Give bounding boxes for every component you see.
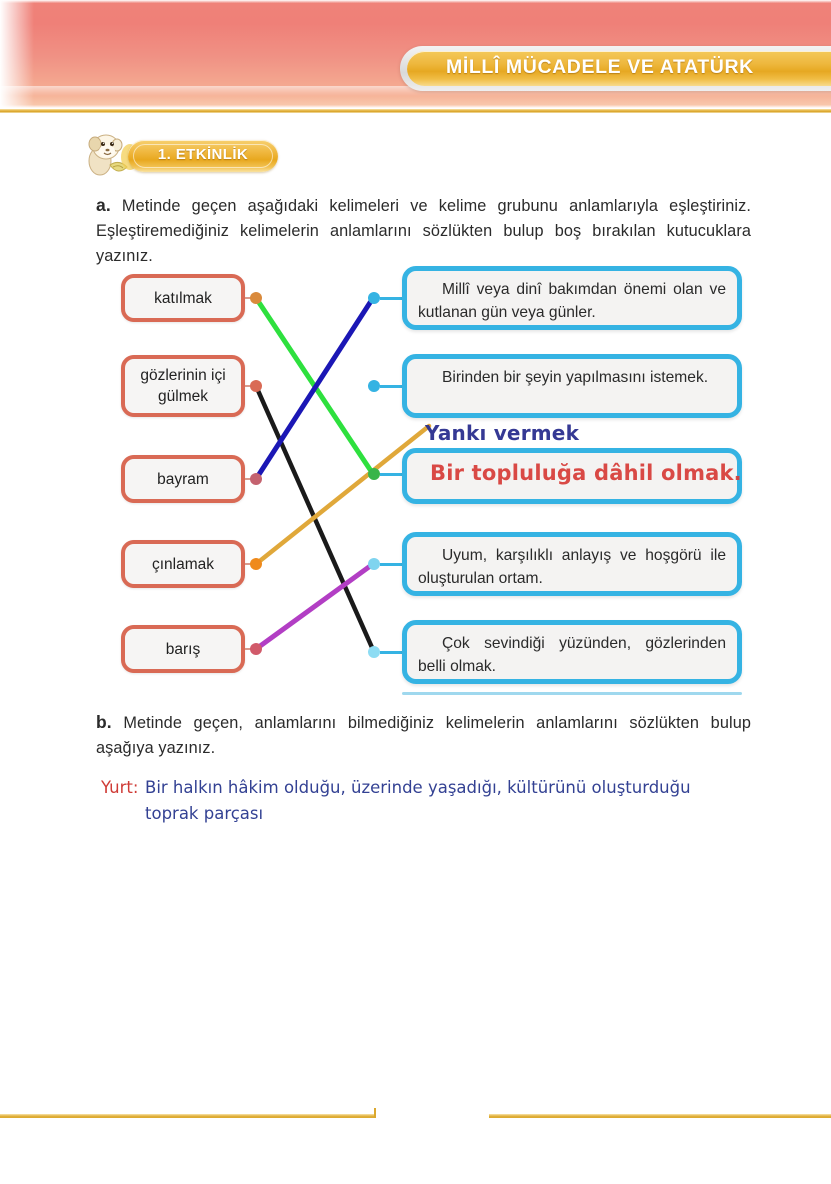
definition-box-istemek[interactable]: Birinden bir şeyin yapılmasını istemek. (402, 354, 742, 418)
word-box-cinlamak[interactable]: çınlamak (121, 540, 245, 588)
activity-badge-inner-ring (133, 144, 273, 168)
header-gold-rule (0, 109, 831, 113)
definition-box-sevinmek[interactable]: Çok sevindiği yüzünden, gözlerinden bell… (402, 620, 742, 684)
dot-def-bayram[interactable] (368, 292, 380, 304)
word-label: çınlamak (151, 555, 215, 573)
definition-text: Uyum, karşılıklı anlayış ve hoşgörü ile … (418, 547, 726, 587)
stub-def-empty (380, 473, 404, 476)
dot-def-empty[interactable] (368, 468, 380, 480)
matching-bottom-rule (402, 692, 742, 695)
word-label: barış (165, 640, 201, 658)
dot-def-uyum[interactable] (368, 558, 380, 570)
unit-title: MİLLÎ MÜCADELE VE ATATÜRK (446, 56, 754, 78)
stub-def-uyum (380, 563, 404, 566)
definition-text: Millî veya dinî bakımdan önemi olan ve k… (418, 281, 726, 321)
definition-box-bayram[interactable]: Millî veya dinî bakımdan önemi olan ve k… (402, 266, 742, 330)
dot-baris[interactable] (250, 643, 262, 655)
instruction-b: b. Metinde geçen, anlamlarını bilmediğin… (96, 710, 751, 761)
footer-rule-left (0, 1114, 374, 1118)
stub-def-bayram (380, 297, 404, 300)
word-label: bayram (157, 470, 209, 488)
connector-baris (253, 561, 376, 652)
word-box-katilmak[interactable]: katılmak (121, 274, 245, 322)
stub-def-istemek (380, 385, 404, 388)
definition-box-uyum[interactable]: Uyum, karşılıklı anlayış ve hoşgörü ile … (402, 532, 742, 596)
handwritten-answer-word-label: Yurt: (101, 778, 139, 797)
definition-text: Çok sevindiği yüzünden, gözlerinden bell… (418, 635, 726, 675)
unit-title-banner (407, 51, 831, 86)
stub-def-sevinmek (380, 651, 404, 654)
definition-text: Birinden bir şeyin yapılmasını istemek. (442, 369, 709, 386)
header-gloss (0, 86, 831, 96)
dot-bayram[interactable] (250, 473, 262, 485)
connector-lines (253, 295, 432, 655)
handwritten-answer-definition: Bir halkın hâkim olduğu, üzerinde yaşadı… (145, 778, 691, 823)
dot-gozlerinin-ici-gulmek[interactable] (250, 380, 262, 392)
word-label: katılmak (154, 289, 212, 307)
handwritten-answer-bir-topluluga: Bir topluluğa dâhil olmak. (430, 461, 742, 485)
dot-katilmak[interactable] (250, 292, 262, 304)
dot-def-sevinmek[interactable] (368, 646, 380, 658)
activity-badge-label: 1. ETKİNLİK (157, 146, 249, 163)
word-box-gozlerinin-ici-gulmek[interactable]: gözlerinin içi gülmek (121, 355, 245, 417)
instruction-b-text: Metinde geçen, anlamlarını bilmediğiniz … (96, 714, 752, 757)
instruction-a-text: Metinde geçen aşağıdaki kelimeleri ve ke… (96, 197, 751, 265)
dot-def-istemek[interactable] (368, 380, 380, 392)
definition-box-empty[interactable] (402, 448, 742, 504)
activity-badge (128, 140, 278, 172)
footer-page-tick (374, 1108, 376, 1118)
monkey-mascot-icon (84, 131, 142, 183)
handwritten-answer-yanki-vermek: Yankı vermek (425, 421, 580, 445)
word-label: gözlerinin içi gülmek (140, 367, 226, 405)
footer-rule-right (489, 1114, 831, 1118)
word-box-bayram[interactable]: bayram (121, 455, 245, 503)
word-box-baris[interactable]: barış (121, 625, 245, 673)
matching-exercise: katılmak gözlerinin içi gülmek bayram çı… (96, 262, 751, 697)
connector-cinlamak (253, 423, 432, 567)
instruction-a-marker: a. (96, 195, 111, 215)
instruction-b-marker: b. (96, 712, 112, 732)
instruction-a: a. Metinde geçen aşağıdaki kelimeleri ve… (96, 193, 751, 269)
dot-cinlamak[interactable] (250, 558, 262, 570)
connector-bayram (253, 295, 376, 482)
